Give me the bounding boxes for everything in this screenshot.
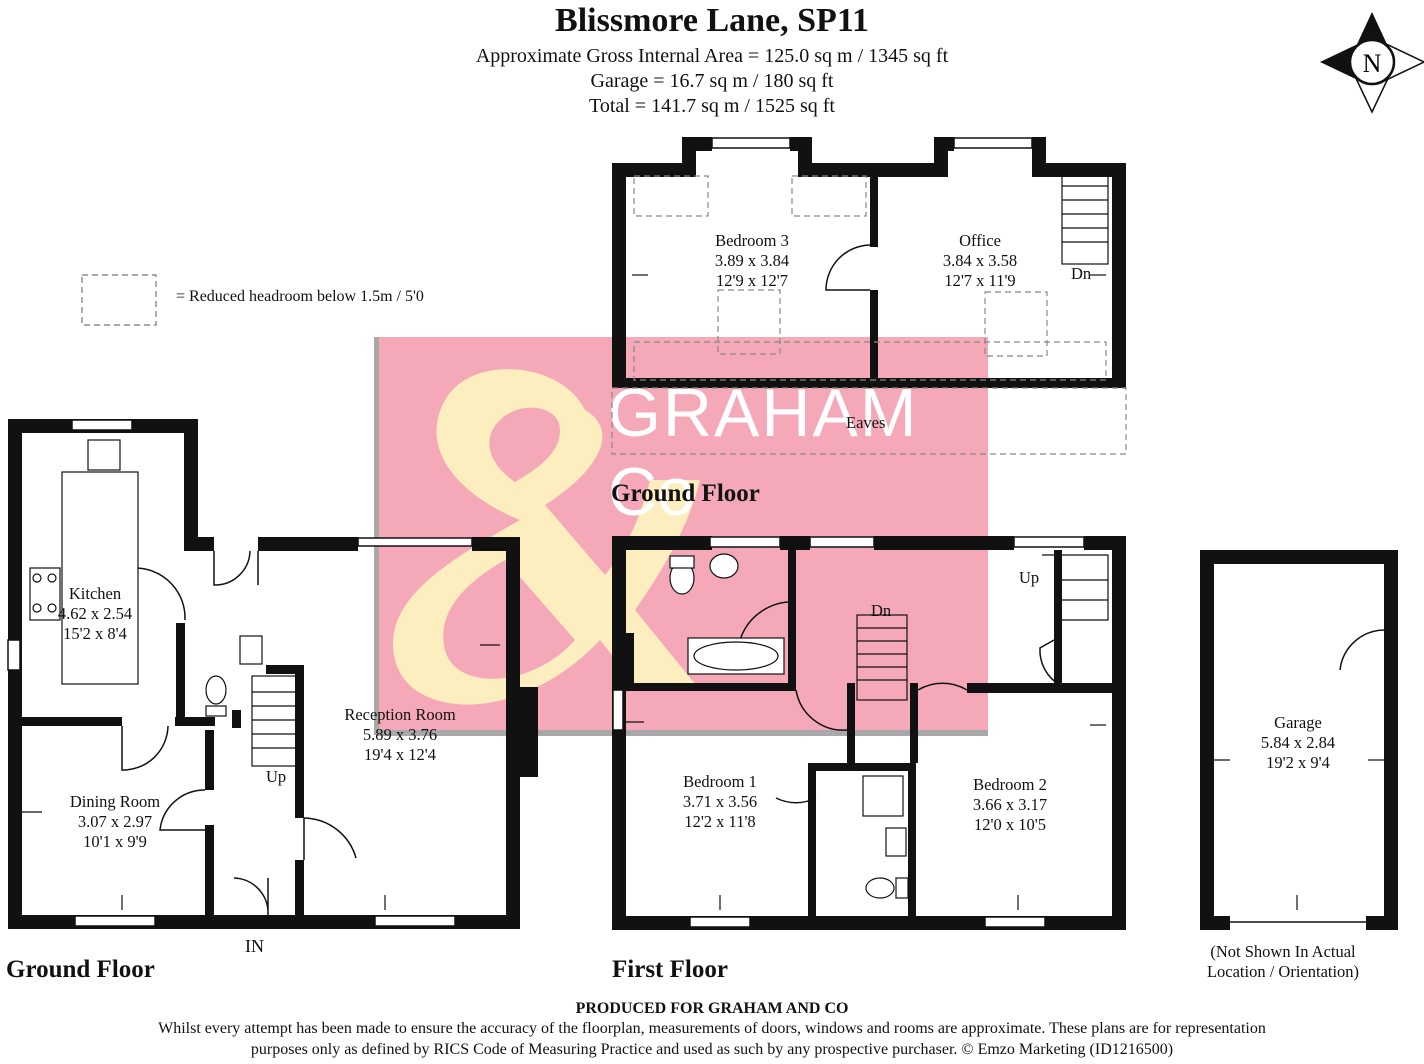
room-imperial: 12'2 x 11'8 (684, 812, 756, 831)
room-metric: 5.89 x 3.76 (362, 725, 438, 744)
room-metric: 3.66 x 3.17 (972, 795, 1048, 814)
garage-note-line-1: (Not Shown In Actual (1210, 942, 1356, 961)
legend-swatch (81, 274, 157, 326)
first-floor-label: First Floor (612, 956, 728, 983)
room-name: Reception Room (344, 705, 456, 724)
room-name: Kitchen (68, 584, 122, 603)
room-imperial: 15'2 x 8'4 (63, 624, 127, 643)
room-metric: 3.07 x 2.97 (77, 812, 153, 831)
second-floor-label: Ground Floor (611, 480, 760, 507)
windows (7, 137, 1366, 928)
room-bedroom-2: Bedroom 2 3.66 x 3.17 12'0 x 10'5 (950, 775, 1070, 835)
stairs-up-ground: Up (266, 767, 287, 786)
stairs-down-top: Dn (1071, 264, 1092, 283)
room-dining: Dining Room 3.07 x 2.97 10'1 x 9'9 (55, 792, 175, 852)
room-imperial: 12'7 x 11'9 (944, 271, 1016, 290)
room-imperial: 12'9 x 12'7 (716, 271, 788, 290)
room-office: Office 3.84 x 3.58 12'7 x 11'9 (920, 231, 1040, 291)
room-imperial: 12'0 x 10'5 (974, 815, 1046, 834)
gross-area-text: Approximate Gross Internal Area = 125.0 … (475, 45, 949, 67)
north-arrow-icon: N (1320, 12, 1424, 114)
disclaimer-line-1: Whilst every attempt has been made to en… (158, 1020, 1266, 1037)
room-imperial: 10'1 x 9'9 (83, 832, 147, 851)
room-name: Dining Room (69, 792, 161, 811)
stairs (251, 171, 1109, 767)
stairs-down-first: Dn (871, 601, 892, 620)
room-metric: 4.62 x 2.54 (57, 604, 133, 623)
total-area-text: Total = 141.7 sq m / 1525 sq ft (589, 95, 835, 117)
fixtures (29, 439, 909, 899)
legend-text: = Reduced headroom below 1.5m / 5'0 (176, 288, 424, 305)
room-metric: 3.84 x 3.58 (942, 251, 1018, 270)
room-metric: 3.71 x 3.56 (682, 792, 758, 811)
compass-letter: N (1363, 49, 1382, 78)
door-swings (121, 244, 1385, 916)
stairs-up-first: Up (1019, 568, 1040, 587)
dimension-arrows (22, 274, 1384, 910)
room-name: Bedroom 2 (973, 775, 1047, 794)
room-bedroom-3: Bedroom 3 3.89 x 3.84 12'9 x 12'7 (692, 231, 812, 291)
room-name: Bedroom 1 (683, 772, 757, 791)
produced-for-text: PRODUCED FOR GRAHAM AND CO (575, 1000, 849, 1017)
eaves-label: Eaves (846, 413, 886, 432)
room-name: Bedroom 3 (715, 231, 789, 250)
plan-title: Blissmore Lane, SP11 (555, 2, 869, 39)
room-bedroom-1: Bedroom 1 3.71 x 3.56 12'2 x 11'8 (660, 772, 780, 832)
room-name: Office (959, 231, 1001, 250)
room-kitchen: Kitchen 4.62 x 2.54 15'2 x 8'4 (50, 584, 140, 644)
room-name: Garage (1274, 713, 1322, 732)
room-imperial: 19'4 x 12'4 (364, 745, 436, 764)
room-imperial: 19'2 x 9'4 (1266, 753, 1330, 772)
room-reception: Reception Room 5.89 x 3.76 19'4 x 12'4 (330, 705, 470, 765)
reduced-headroom-areas (611, 175, 1127, 455)
disclaimer-line-2: purposes only as defined by RICS Code of… (250, 1041, 1174, 1058)
room-metric: 3.89 x 3.84 (714, 251, 790, 270)
room-metric: 5.84 x 2.84 (1260, 733, 1336, 752)
room-garage: Garage 5.84 x 2.84 19'2 x 9'4 (1238, 713, 1358, 773)
entrance-label: IN (245, 936, 264, 956)
garage-note-line-2: Location / Orientation) (1206, 962, 1360, 981)
garage-note: (Not Shown In Actual Location / Orientat… (1190, 942, 1376, 982)
garage-area-text: Garage = 16.7 sq m / 180 sq ft (590, 70, 834, 92)
ground-floor-label: Ground Floor (6, 956, 155, 983)
watermark-brand-bottom: Co (608, 454, 695, 530)
